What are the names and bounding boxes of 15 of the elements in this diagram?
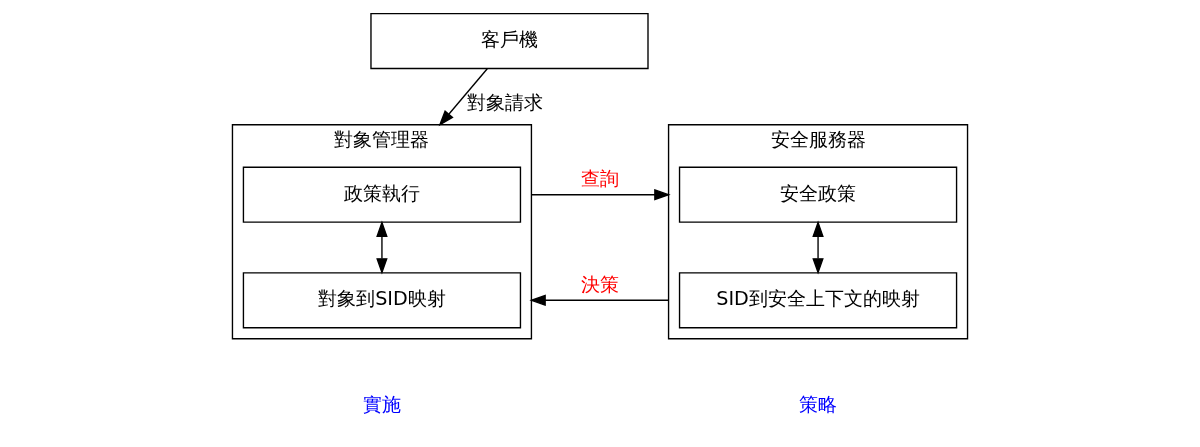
edge-label: 決策: [581, 272, 619, 296]
node-box: 客戶機: [370, 13, 649, 70]
arrow: [529, 294, 670, 307]
arrow: [438, 68, 488, 127]
node-box: 安全政策: [678, 166, 958, 223]
arrow: [376, 220, 388, 275]
edge-label: 查詢: [581, 167, 619, 191]
node-box: 對象到SID映射: [242, 272, 522, 329]
arrow: [812, 220, 824, 275]
edge-label: 對象請求: [467, 90, 544, 114]
node-box: SID到安全上下文的映射: [678, 272, 958, 329]
label: 策略: [799, 392, 838, 416]
node-box: 政策執行: [242, 166, 522, 223]
label: 實施: [362, 392, 401, 416]
arrow: [530, 188, 671, 201]
